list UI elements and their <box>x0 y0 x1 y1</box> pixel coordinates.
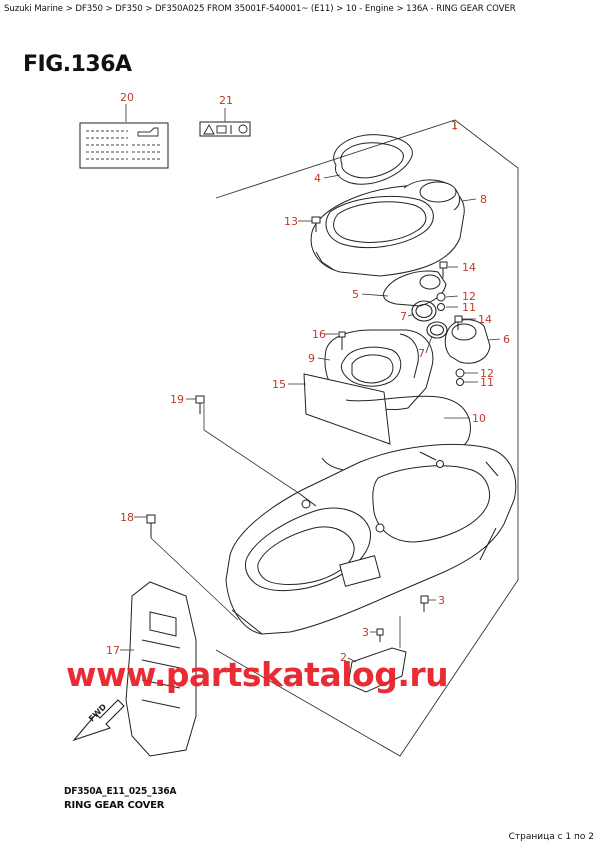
gasket-ring <box>333 134 413 185</box>
cover-plate <box>347 647 407 693</box>
callout-14b: 14 <box>478 313 492 326</box>
callout-4: 4 <box>314 172 321 185</box>
elbow-duct <box>444 319 491 364</box>
callout-14: 14 <box>462 261 476 274</box>
ring-gear-cover <box>225 444 517 635</box>
warning-decal <box>199 121 251 137</box>
callout-7a: 7 <box>400 310 407 323</box>
callout-15: 15 <box>272 378 286 391</box>
watermark: www.partskatalog.ru <box>66 655 449 694</box>
leader-lines <box>120 104 501 663</box>
callout-19: 19 <box>170 393 184 406</box>
callout-1: 1 <box>451 119 458 132</box>
callout-6: 6 <box>503 333 510 346</box>
gasket-plate <box>303 373 391 445</box>
callout-11b: 11 <box>480 376 494 389</box>
callout-12: 12 <box>462 290 476 303</box>
callout-numbers: 20 21 1 4 8 13 14 5 12 11 7 14 16 9 6 7 … <box>106 91 510 664</box>
callout-3b: 3 <box>362 626 369 639</box>
callout-11: 11 <box>462 301 476 314</box>
callout-5: 5 <box>352 288 359 301</box>
diagram-code: DF350A_E11_025_136A <box>64 786 177 797</box>
seal-rings <box>411 300 448 339</box>
callout-20: 20 <box>120 91 134 104</box>
label-decal <box>79 122 169 169</box>
breadcrumb: Suzuki Marine > DF350 > DF350 > DF350A02… <box>4 4 516 14</box>
callout-21: 21 <box>219 94 233 107</box>
callout-13: 13 <box>284 215 298 228</box>
assembly-frame <box>215 119 519 757</box>
diagram-name: RING GEAR COVER <box>64 800 165 811</box>
callout-16: 16 <box>312 328 326 341</box>
callout-8: 8 <box>480 193 487 206</box>
page-indicator: Страница с 1 по 2 <box>508 832 594 842</box>
callout-17: 17 <box>106 644 120 657</box>
callout-7b: 7 <box>418 347 425 360</box>
upper-air-cover <box>310 179 465 277</box>
side-guard <box>125 581 197 757</box>
callout-9: 9 <box>308 352 315 365</box>
callout-12b: 12 <box>480 367 494 380</box>
callout-18: 18 <box>120 511 134 524</box>
callout-3a: 3 <box>438 594 445 607</box>
figure-title: FIG.136A <box>23 52 132 77</box>
fwd-arrow-icon: FWD <box>72 699 125 742</box>
callout-10: 10 <box>472 412 486 425</box>
intake-duct <box>383 270 447 307</box>
callout-2: 2 <box>340 651 347 664</box>
